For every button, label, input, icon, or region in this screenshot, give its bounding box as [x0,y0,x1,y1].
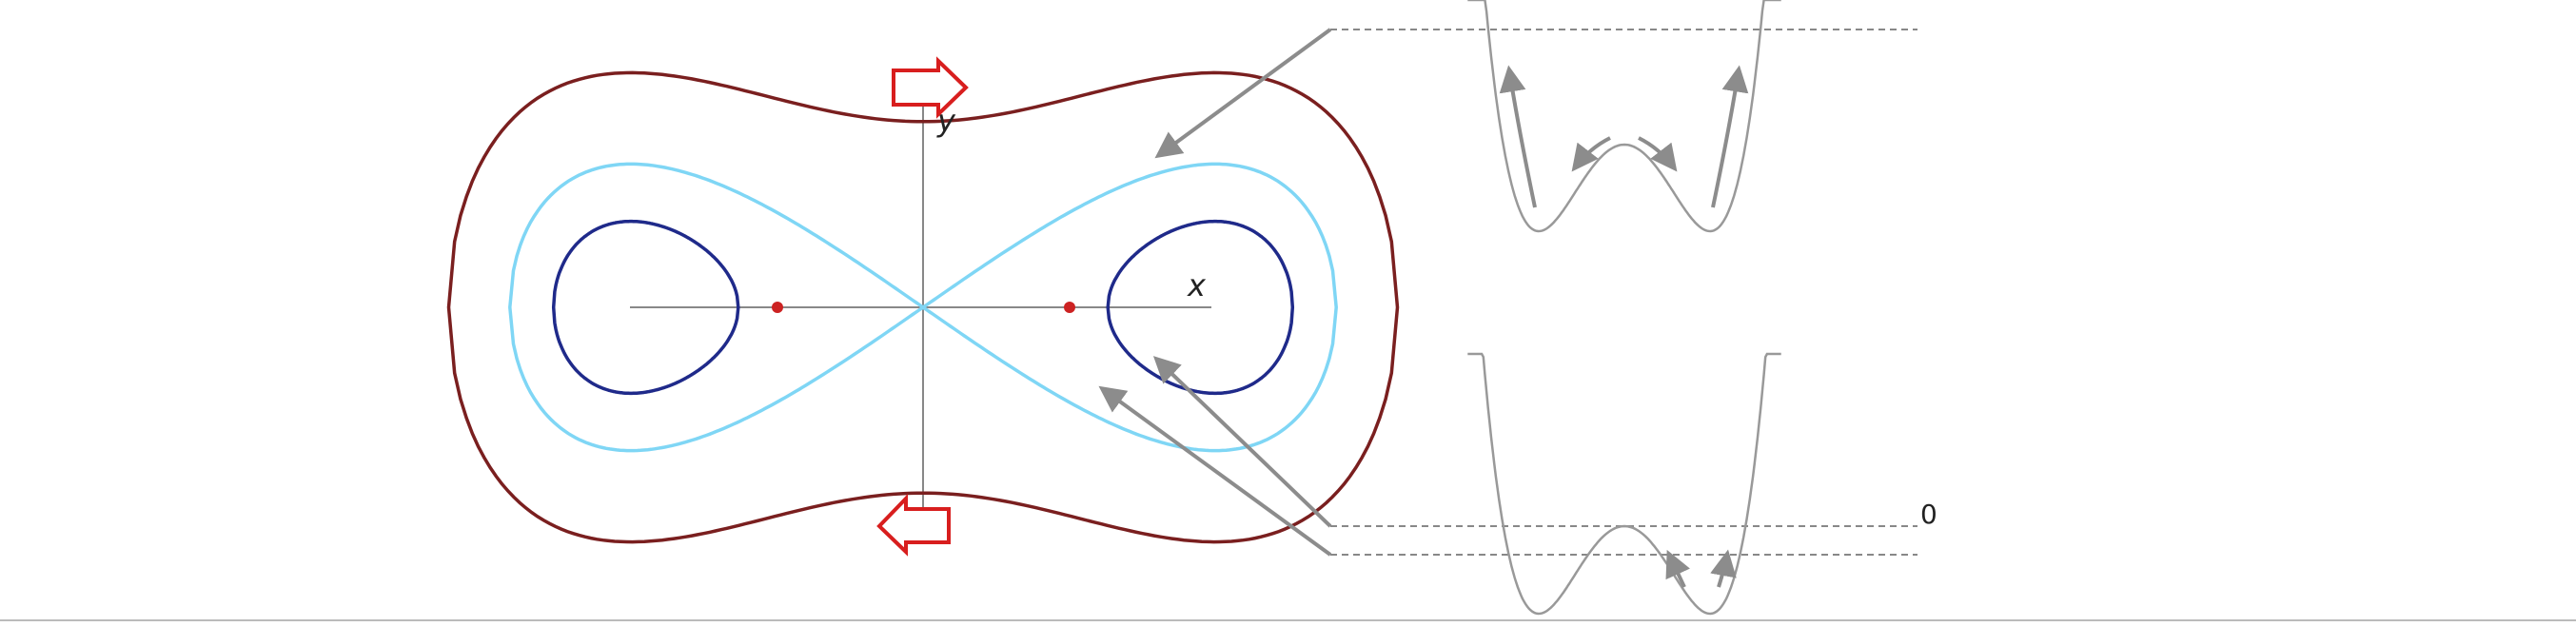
separatrix-curve [508,162,1338,453]
potential-curve-top [1467,0,1781,233]
motion-arrow-left-up [1499,65,1537,208]
motion-arrow-well-left [1665,549,1691,588]
arrow-right-icon [892,56,969,119]
fixed-point-left [772,302,783,313]
motion-arrow-well-right [1710,549,1737,588]
motion-arrow-right-up [1711,65,1749,208]
potential-curve-bottom [1467,352,1781,616]
motion-arrow-hump-right [1638,136,1678,172]
connector-inner [1098,385,1332,557]
fixed-point-right [1064,302,1075,313]
outer-orbit-curve [446,70,1400,544]
zero-level-label: 0 [1920,499,1937,530]
motion-arrow-hump-left [1571,136,1611,172]
connectors [1098,28,1332,557]
connector-outer [1154,28,1332,159]
potential-bottom-panel: 0 [1330,352,1937,616]
arrow-left-icon [876,494,951,557]
phase-portrait: x y [446,56,1400,557]
connector-separatrix [1152,356,1332,528]
x-axis-label: x [1187,267,1207,304]
potential-top-panel [1330,0,1917,233]
inner-orbit-left-curve [551,219,740,396]
